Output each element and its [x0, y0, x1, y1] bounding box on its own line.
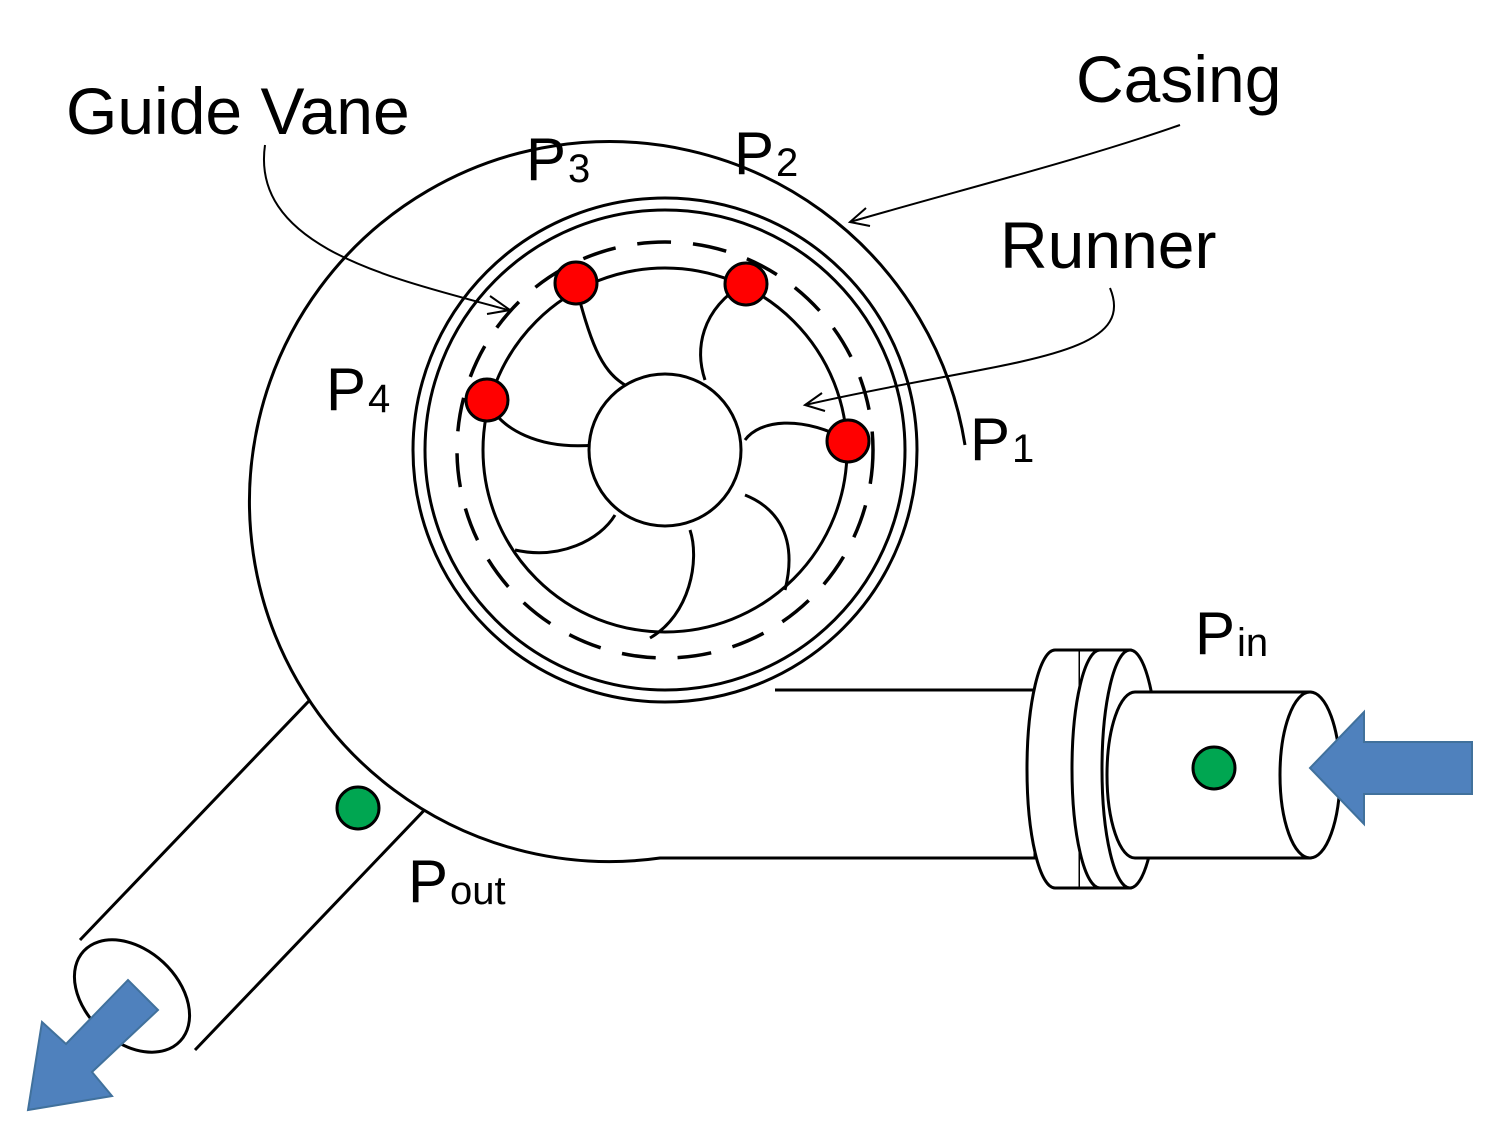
sensor-p3 [553, 260, 599, 306]
sensor-p1 [825, 418, 871, 464]
guide-vane-leader [262, 144, 513, 315]
p2-label: P2 [734, 120, 799, 187]
runner-hub [587, 372, 743, 528]
p4-label: P4 [326, 356, 391, 423]
outlet-flow-arrow [26, 978, 160, 1112]
guide-vane-ring [455, 240, 875, 660]
p3-label: P3 [526, 126, 591, 193]
casing-label: Casing [1076, 42, 1282, 116]
guide-vane-label: Guide Vane [66, 74, 410, 148]
sensor-pout [335, 785, 381, 831]
runner-label: Runner [1000, 208, 1217, 282]
inlet-pipe [1105, 690, 1342, 860]
sensor-p4 [464, 377, 510, 423]
sensor-pin [1191, 745, 1237, 791]
p1-label: P1 [970, 406, 1035, 473]
inlet-flow-arrow [1308, 709, 1473, 827]
casing-leader [847, 124, 1181, 227]
inner-ring [423, 208, 907, 692]
pout-label: Pout [408, 848, 506, 915]
pin-label: Pin [1195, 600, 1269, 667]
runner-leader [802, 287, 1116, 412]
sensor-p2 [723, 261, 769, 307]
